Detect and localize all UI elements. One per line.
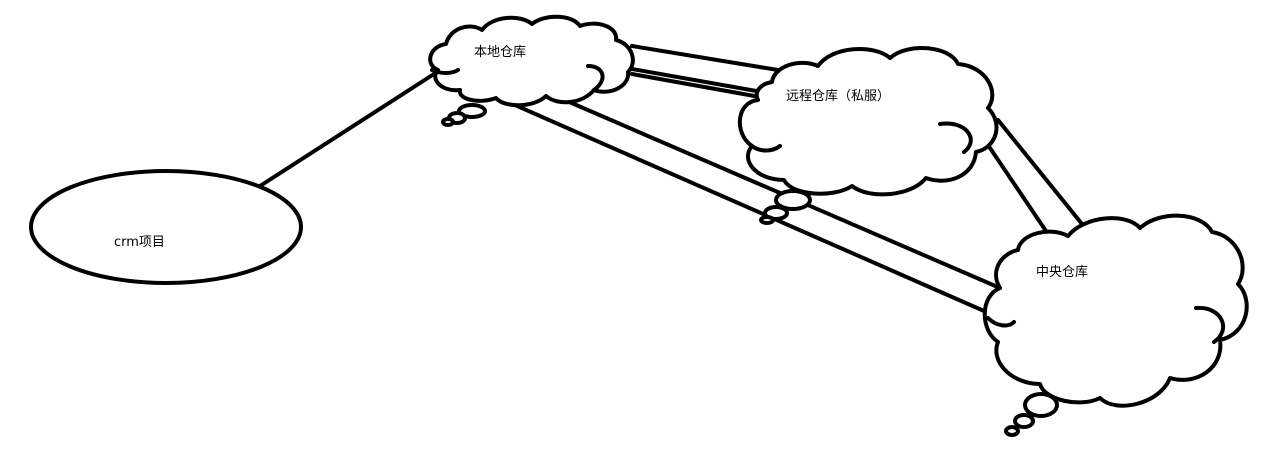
central-repo-cloud	[982, 213, 1249, 408]
edge-remote-to-central-a	[996, 118, 1084, 226]
edge-local-to-remote-a	[630, 44, 792, 74]
node-central-repo: 中央仓库	[982, 213, 1249, 437]
crm-project-ellipse	[29, 169, 303, 285]
central-repo-cloud-curl	[1194, 305, 1226, 344]
central-repo-tail-bubble-large	[1023, 392, 1059, 418]
local-repo-label: 本地仓库	[474, 44, 526, 60]
local-repo-tail-bubble-small	[441, 117, 455, 127]
remote-repo-tail-bubble-small	[759, 215, 775, 225]
local-repo-cloud-curl-2	[430, 68, 460, 75]
edge-crm-to-local	[258, 72, 436, 188]
local-repo-cloud	[428, 14, 635, 108]
remote-repo-tail-bubble-large	[774, 189, 812, 211]
crm-project-label: crm项目	[114, 235, 165, 250]
remote-repo-cloud-curl	[938, 121, 973, 154]
edge-local-to-remote-c	[630, 72, 762, 99]
remote-repo-cloud	[737, 46, 999, 197]
edge-local-to-remote-b	[630, 67, 764, 94]
remote-repo-label: 远程仓库（私服）	[786, 88, 890, 104]
node-crm-project: crm项目	[29, 169, 303, 285]
central-repo-label: 中央仓库	[1036, 264, 1088, 280]
edge-local-to-central-b	[506, 100, 1002, 320]
remote-repo-cloud-curl-2	[750, 144, 782, 153]
central-repo-cloud-curl-2	[986, 316, 1016, 328]
central-repo-tail-bubble-small	[1004, 425, 1020, 437]
local-repo-tail-bubble-large	[457, 103, 487, 119]
local-repo-cloud-curl	[586, 64, 605, 92]
node-remote-repo: 远程仓库（私服）	[737, 46, 999, 225]
edge-remote-to-central-b	[988, 146, 1050, 236]
central-repo-tail-bubble-mid	[1013, 413, 1035, 429]
node-local-repo: 本地仓库	[428, 14, 635, 127]
